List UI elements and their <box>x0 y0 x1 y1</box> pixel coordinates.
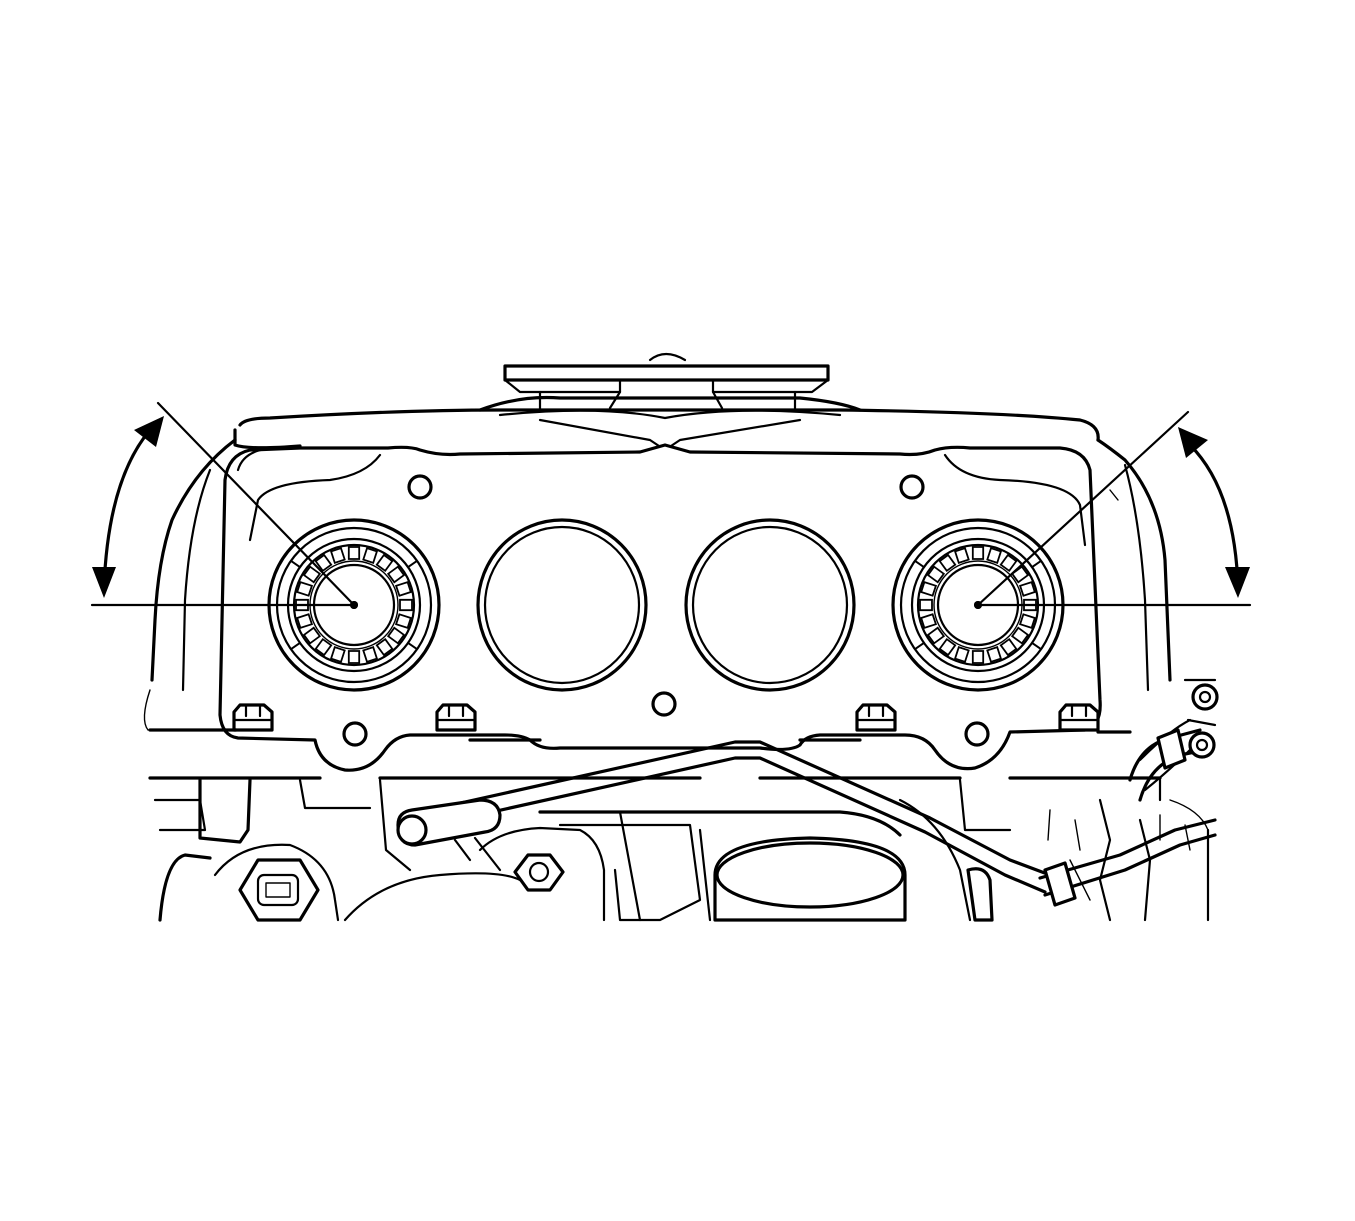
ring-segment-break <box>407 642 418 651</box>
ring-segment-break <box>290 642 301 651</box>
reluctor-tooth <box>302 565 322 584</box>
reluctor-tooth <box>362 645 379 663</box>
rotation-indicator-right <box>976 410 1252 607</box>
reluctor-tooth <box>953 547 970 565</box>
bolt-1 <box>232 703 274 732</box>
arrowhead-right-down <box>1225 567 1250 598</box>
reluctor-tooth <box>314 637 333 657</box>
reluctor-tooth <box>386 565 406 584</box>
exhaust-manifold-gasket <box>218 443 1102 772</box>
reluctor-tooth <box>296 580 314 597</box>
reluctor-tooth <box>347 650 361 664</box>
connector-stud-bottom <box>1188 731 1216 759</box>
bolt-hole-center <box>651 691 677 717</box>
reluctor-tooth <box>302 626 322 645</box>
bolt-4 <box>1058 703 1100 732</box>
gasket-bolt-holes <box>342 474 990 747</box>
lower-engine-block <box>148 728 1162 922</box>
arrowhead-right-up <box>1178 427 1208 458</box>
reluctor-tooth <box>375 637 394 657</box>
ring-segment-break <box>290 559 301 568</box>
reluctor-tooth <box>920 580 938 597</box>
rotation-arrow-right <box>1188 443 1240 590</box>
reluctor-tooth <box>329 645 346 663</box>
reluctor-tooth <box>971 650 985 664</box>
ring-segment-break <box>407 559 418 568</box>
reluctor-tooth <box>329 547 346 565</box>
reluctor-tooth <box>347 546 361 560</box>
arrowhead-left-down <box>92 567 116 598</box>
reluctor-tooth <box>386 626 406 645</box>
reluctor-tooth <box>920 613 938 630</box>
bolt-2 <box>435 703 477 732</box>
bolt-hole-lower-right <box>964 721 990 747</box>
manifold-housing <box>143 408 1172 731</box>
rotation-arrow-left <box>102 428 152 590</box>
reluctor-tooth <box>394 580 412 597</box>
oil-filter-cap <box>713 836 907 922</box>
reluctor-tooth <box>971 546 985 560</box>
reference-line-angled-right <box>976 410 1190 607</box>
bolt-hole-upper-right <box>899 474 925 500</box>
reference-line-angled-left <box>156 401 356 607</box>
reluctor-tooth <box>375 553 394 573</box>
reluctor-tooth <box>926 565 946 584</box>
reluctor-tooth <box>999 553 1018 573</box>
reluctor-tooth <box>1010 626 1030 645</box>
reluctor-tooth <box>986 645 1003 663</box>
port-3 <box>684 518 856 692</box>
hex-nut <box>513 853 565 892</box>
top-cover <box>478 352 862 452</box>
reluctor-tooth <box>296 613 314 630</box>
reluctor-tooth <box>362 547 379 565</box>
ring-segment-break <box>914 642 925 651</box>
reluctor-tooth <box>926 626 946 645</box>
reluctor-tooth <box>314 553 333 573</box>
rotation-indicator-left <box>90 401 356 607</box>
reluctor-tooth <box>1018 580 1036 597</box>
ring-segment-break <box>1031 559 1042 568</box>
reluctor-tooth <box>919 598 933 612</box>
connector-stud-top <box>1191 683 1219 711</box>
arrowhead-left-up <box>134 416 164 447</box>
ring-segment-break <box>914 559 925 568</box>
bolt-hole-lower-left <box>342 721 368 747</box>
bolt-hole-upper-left <box>407 474 433 500</box>
reluctor-tooth <box>953 645 970 663</box>
sensor-connector <box>238 858 320 922</box>
bolt-3 <box>855 703 897 732</box>
center-ports <box>476 518 856 692</box>
reluctor-tooth <box>938 553 957 573</box>
reluctor-tooth <box>394 613 412 630</box>
reluctor-tooth <box>986 547 1003 565</box>
port-2 <box>476 518 648 692</box>
reluctor-tooth <box>399 598 413 612</box>
ring-segment-break <box>1031 642 1042 651</box>
reluctor-tooth <box>1018 613 1036 630</box>
wiring-harness <box>396 678 1219 922</box>
reluctor-tooth <box>999 637 1018 657</box>
reluctor-tooth <box>938 637 957 657</box>
